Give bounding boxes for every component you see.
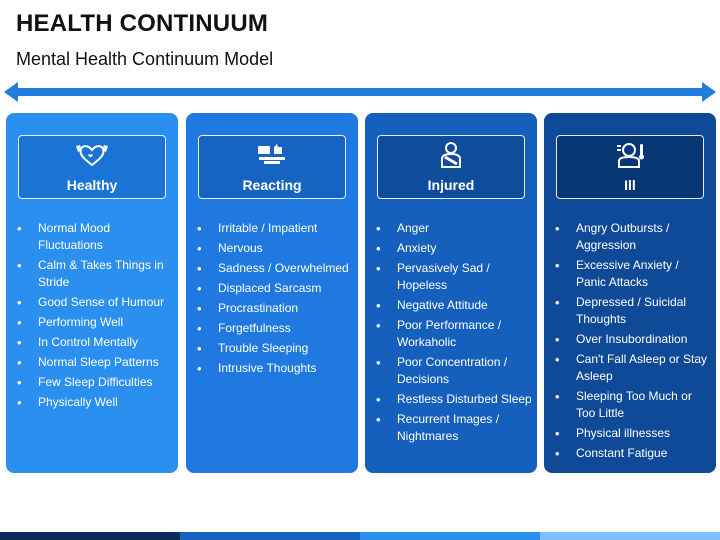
list-item: Displaced Sarcasm: [194, 280, 354, 297]
list-item: Few Sleep Difficulties: [14, 374, 174, 391]
thumbs-icon: [199, 142, 345, 168]
symptom-list-healthy: Normal Mood Fluctuations Calm & Takes Th…: [14, 220, 174, 414]
continuum-double-arrow: [4, 82, 716, 102]
list-item: Anger: [373, 220, 533, 237]
header-label: Healthy: [66, 177, 118, 193]
list-item: Procrastination: [194, 300, 354, 317]
header-label: Reacting: [242, 177, 302, 193]
list-item: Trouble Sleeping: [194, 340, 354, 357]
list-item: Intrusive Thoughts: [194, 360, 354, 377]
column-injured: Injured Anger Anxiety Pervasively Sad / …: [365, 113, 537, 473]
header-label: Ill: [624, 177, 636, 193]
list-item: Negative Attitude: [373, 297, 533, 314]
list-item: Over Insubordination: [552, 331, 712, 348]
list-item: In Control Mentally: [14, 334, 174, 351]
list-item: Nervous: [194, 240, 354, 257]
header-ill: Ill: [556, 135, 704, 199]
svg-text:❤: ❤: [88, 153, 93, 160]
symptom-list-reacting: Irritable / Impatient Nervous Sadness / …: [194, 220, 354, 380]
list-item: Irritable / Impatient: [194, 220, 354, 237]
list-item: Good Sense of Humour: [14, 294, 174, 311]
column-reacting: Reacting Irritable / Impatient Nervous S…: [186, 113, 358, 473]
list-item: Calm & Takes Things in Stride: [14, 257, 174, 291]
list-item: Sleeping Too Much or Too Little: [552, 388, 712, 422]
sick-person-icon: [557, 142, 703, 168]
header-reacting: Reacting: [198, 135, 346, 199]
list-item: Normal Mood Fluctuations: [14, 220, 174, 254]
list-item: Sadness / Overwhelmed: [194, 260, 354, 277]
list-item: Constant Fatigue: [552, 445, 712, 462]
header-injured: Injured: [377, 135, 525, 199]
symptom-list-injured: Anger Anxiety Pervasively Sad / Hopeless…: [373, 220, 533, 448]
page-title: HEALTH CONTINUUM: [16, 10, 269, 37]
list-item: Performing Well: [14, 314, 174, 331]
list-item: Forgetfulness: [194, 320, 354, 337]
list-item: Angry Outbursts / Aggression: [552, 220, 712, 254]
list-item: Normal Sleep Patterns: [14, 354, 174, 371]
header-healthy: ❤ Healthy: [18, 135, 166, 199]
list-item: Physical illnesses: [552, 425, 712, 442]
symptom-list-ill: Angry Outbursts / Aggression Excessive A…: [552, 220, 712, 465]
page-subtitle: Mental Health Continuum Model: [16, 49, 274, 69]
list-item: Can't Fall Asleep or Stay Asleep: [552, 351, 712, 385]
footer-color-bar: [0, 532, 720, 540]
list-item: Poor Concentration / Decisions: [373, 354, 533, 388]
list-item: Physically Well: [14, 394, 174, 411]
list-item: Poor Performance / Workaholic: [373, 317, 533, 351]
column-ill: Ill Angry Outbursts / Aggression Excessi…: [544, 113, 716, 473]
list-item: Anxiety: [373, 240, 533, 257]
list-item: Pervasively Sad / Hopeless: [373, 260, 533, 294]
injured-person-icon: [378, 142, 524, 168]
list-item: Recurrent Images / Nightmares: [373, 411, 533, 445]
column-healthy: ❤ Healthy Normal Mood Fluctuations Calm …: [6, 113, 178, 473]
list-item: Restless Disturbed Sleep: [373, 391, 533, 408]
muscle-heart-icon: ❤: [19, 142, 165, 168]
header-label: Injured: [427, 177, 475, 193]
list-item: Depressed / Suicidal Thoughts: [552, 294, 712, 328]
list-item: Excessive Anxiety / Panic Attacks: [552, 257, 712, 291]
